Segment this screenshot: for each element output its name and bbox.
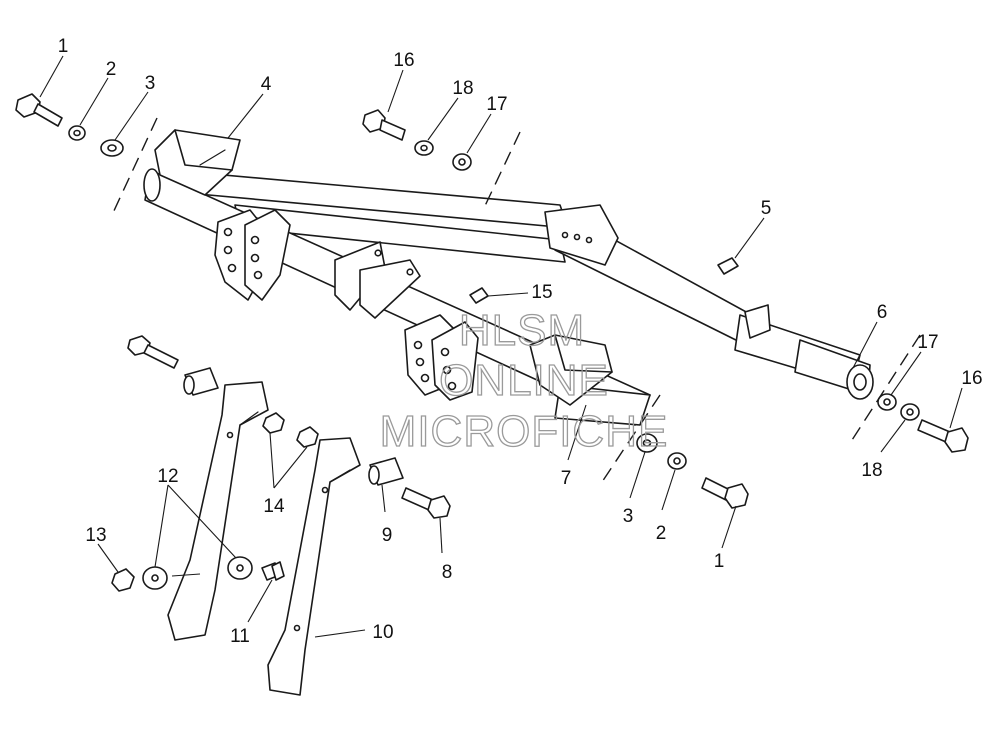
callout-13: 13 xyxy=(85,525,106,546)
washer-3-left xyxy=(100,139,124,157)
callout-1-bottom: 1 xyxy=(714,551,725,572)
callout-1-top: 1 xyxy=(58,36,69,57)
mounting-plate-center xyxy=(334,241,421,319)
callout-15: 15 xyxy=(531,282,552,303)
link-arm-right xyxy=(267,437,361,696)
mounting-plate-right xyxy=(404,314,479,401)
grease-fitting-15 xyxy=(469,287,489,304)
nut-13 xyxy=(111,568,135,592)
spacer-9 xyxy=(368,457,404,486)
callout-9: 9 xyxy=(382,525,393,546)
center-lines xyxy=(111,117,921,486)
leader-lines xyxy=(39,55,963,638)
callout-3-top: 3 xyxy=(145,73,156,94)
callout-labels: 1 2 3 4 16 18 17 5 15 6 17 16 18 7 3 2 1… xyxy=(58,36,983,647)
washer-17-top xyxy=(452,153,472,171)
bolt-8 xyxy=(401,487,451,519)
callout-10: 10 xyxy=(372,622,393,643)
grease-fitting-5 xyxy=(717,257,739,275)
frame-center-bracket xyxy=(544,204,771,339)
callout-18-top: 18 xyxy=(452,78,473,99)
watermark-line-2: ONLINE xyxy=(439,356,609,405)
callout-17-right: 17 xyxy=(917,332,938,353)
callout-16-top: 16 xyxy=(393,50,414,71)
watermark: HLSM ONLINE MICROFICHE xyxy=(379,305,669,456)
callout-11: 11 xyxy=(230,626,250,647)
washer-18-top xyxy=(414,140,434,156)
bolt-1-right xyxy=(701,477,749,509)
callout-2-top: 2 xyxy=(106,59,117,80)
callout-6: 6 xyxy=(877,302,888,323)
callout-14: 14 xyxy=(263,496,285,517)
nut-14-a xyxy=(262,412,285,434)
bolt-upper-link xyxy=(127,335,179,369)
front-right-cradle xyxy=(529,334,613,406)
washer-2-right xyxy=(667,452,687,470)
washer-12-b xyxy=(227,556,253,580)
bolt-1-left xyxy=(15,93,63,127)
washer-17-right xyxy=(877,393,897,411)
callout-2-bottom: 2 xyxy=(656,523,667,544)
callout-16-right: 16 xyxy=(961,368,982,389)
bolt-16-right xyxy=(917,419,969,453)
callout-3-bottom: 3 xyxy=(623,506,634,527)
callout-8: 8 xyxy=(442,562,453,583)
bolt-16-top xyxy=(362,109,406,141)
callout-17-top: 17 xyxy=(486,94,507,115)
pin-11 xyxy=(261,561,285,581)
washer-18-right xyxy=(900,403,920,421)
link-arm-left xyxy=(167,381,269,641)
callout-5: 5 xyxy=(761,198,772,219)
watermark-line-3: MICROFICHE xyxy=(380,407,669,456)
callout-12: 12 xyxy=(157,466,178,487)
mounting-plate-left xyxy=(214,209,291,301)
spacer-upper xyxy=(183,367,219,396)
front-left-cradle xyxy=(154,129,241,196)
watermark-line-1: HLSM xyxy=(459,306,585,355)
washer-2-left xyxy=(68,125,86,141)
washer-3-right xyxy=(636,433,658,453)
callout-7: 7 xyxy=(561,468,572,489)
washer-12-a xyxy=(142,566,168,590)
callout-18-right: 18 xyxy=(861,460,882,481)
nut-14-b xyxy=(296,426,319,448)
callout-4: 4 xyxy=(261,74,272,95)
